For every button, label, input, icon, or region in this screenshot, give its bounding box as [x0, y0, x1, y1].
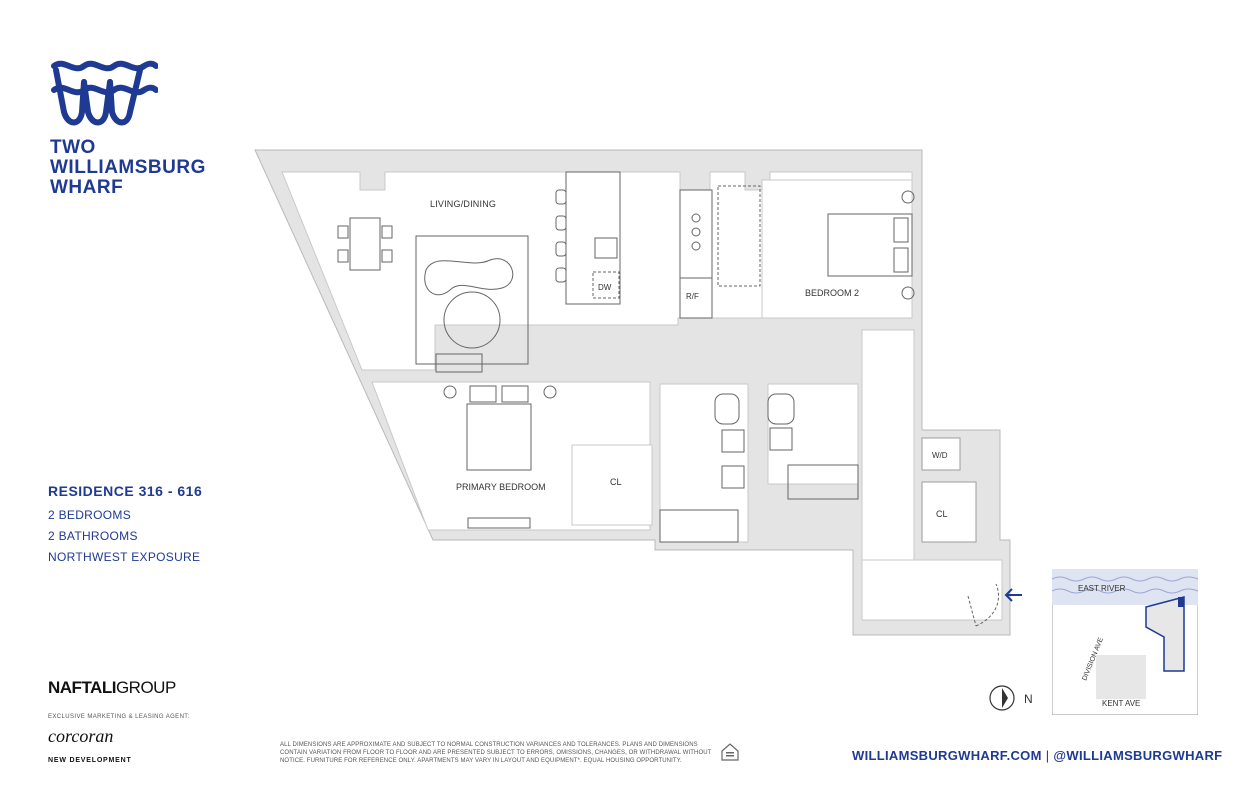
contact-separator: | [1045, 748, 1050, 763]
entry-hall-room [861, 559, 1003, 621]
developer-name-bold: NAFTALI [48, 678, 116, 697]
kent-ave-label: KENT AVE [1102, 699, 1140, 708]
brand-title-line: WHARF [50, 177, 124, 198]
brand-title-line: WILLIAMSBURG [50, 157, 206, 178]
fridge-label: R/F [686, 292, 699, 301]
agent-name: corcoran [48, 726, 114, 746]
entry-door-icon [967, 583, 999, 627]
bathroom-1-room [659, 383, 749, 543]
agent-subtitle: NEW DEVELOPMENT [48, 757, 132, 764]
primary-bed-icon [443, 385, 557, 529]
neighbor-block [1096, 655, 1146, 699]
kitchen-island-icon [555, 171, 621, 305]
bedroom-2-label: BEDROOM 2 [805, 288, 859, 298]
entry-corridor-room [861, 329, 915, 571]
dining-table-icon [337, 217, 393, 271]
site-highlight [1178, 597, 1184, 607]
floor-plan: LIVING/DINING BEDROOM 2 PRIMARY BEDROOM … [254, 149, 1022, 636]
entry-arrow-icon [1004, 588, 1022, 602]
contact-line: WILLIAMSBURGWHARF.COM|@WILLIAMSBURGWHARF [852, 748, 1222, 763]
disclaimer: ALL DIMENSIONS ARE APPROXIMATE AND SUBJE… [280, 742, 712, 764]
range-icon [679, 189, 713, 319]
entry-closet [921, 481, 977, 543]
living-dining-label: LIVING/DINING [430, 199, 496, 209]
primary-bedroom-label: PRIMARY BEDROOM [456, 482, 546, 492]
brand-title: TWO WILLIAMSBURG WHARF [50, 138, 206, 198]
bathroom-fixtures-icon [659, 393, 859, 543]
residence-title: RESIDENCE 316 - 616 [48, 483, 203, 499]
entry-closet-label: CL [936, 509, 948, 519]
washer-dryer-label: W/D [932, 451, 948, 460]
developer-logo: NAFTALIGROUP [48, 678, 176, 698]
brand-title-line: TWO [50, 137, 96, 158]
residence-info: RESIDENCE 316 - 616 2 BEDROOMS 2 BATHROO… [48, 483, 202, 571]
developer-name-light: GROUP [115, 678, 176, 697]
bedroom-2-bed-icon [827, 190, 915, 300]
bathroom-count: 2 BATHROOMS [48, 529, 138, 543]
exposure: NORTHWEST EXPOSURE [48, 550, 201, 564]
counter-icon [717, 185, 761, 287]
compass-label: N [1024, 692, 1033, 706]
closet-room [571, 444, 653, 526]
bedroom-2-room [761, 179, 913, 319]
living-furniture-icon [415, 235, 529, 373]
bedroom-count: 2 BEDROOMS [48, 508, 132, 522]
website-link[interactable]: WILLIAMSBURGWHARF.COM [852, 748, 1042, 763]
closet-label: CL [610, 477, 622, 487]
social-handle-link[interactable]: @WILLIAMSBURGWHARF [1053, 748, 1223, 763]
compass-icon [989, 685, 1015, 711]
living-dining-room [281, 171, 913, 371]
washer-dryer-closet [921, 437, 961, 471]
wave-w-logo-icon [51, 60, 158, 126]
equal-housing-icon [721, 743, 739, 761]
bathroom-2-room [767, 383, 859, 485]
east-river-label: EAST RIVER [1078, 584, 1126, 593]
agent-label: EXCLUSIVE MARKETING & LEASING AGENT: [48, 714, 190, 720]
locator-map: EAST RIVER DIVISION AVE KENT AVE [1052, 569, 1198, 715]
dishwasher-label: DW [598, 283, 612, 292]
